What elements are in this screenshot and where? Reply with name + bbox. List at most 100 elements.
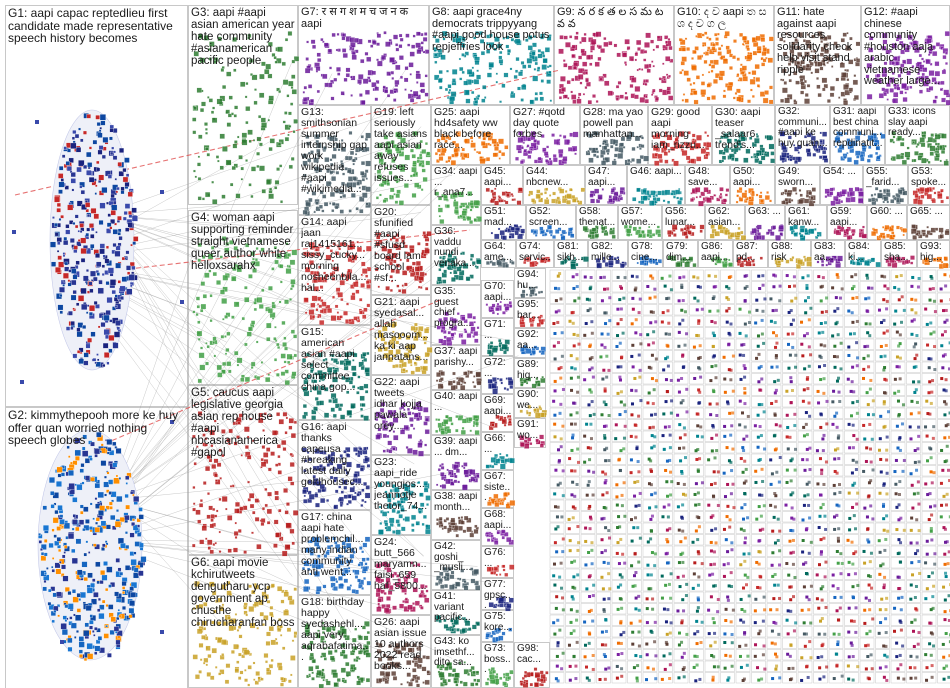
g1-node <box>111 147 114 150</box>
g2-node <box>82 528 85 531</box>
mini-group-box <box>783 638 797 649</box>
node-g8 <box>530 100 534 104</box>
node-g8 <box>474 98 477 101</box>
node-g9 <box>588 100 592 104</box>
node-g16 <box>335 490 338 493</box>
node-g6 <box>262 623 265 626</box>
g1-node <box>71 172 76 177</box>
g2-node <box>114 626 119 631</box>
mini-group-box <box>876 581 890 592</box>
node-g21 <box>378 347 383 352</box>
g2-node <box>93 544 96 547</box>
node-g6 <box>199 604 204 609</box>
node-g10 <box>748 72 751 75</box>
node-g21 <box>423 366 428 371</box>
node-g7 <box>416 81 418 83</box>
mini-group-box <box>767 500 781 511</box>
node-g22 <box>407 448 412 453</box>
mini-group-box <box>612 615 626 626</box>
node-g12 <box>929 86 933 90</box>
node-g7 <box>413 35 416 38</box>
node-g11 <box>785 32 788 35</box>
mini-group-box <box>690 466 704 477</box>
node-g25 <box>479 131 482 134</box>
node-g13 <box>316 202 319 205</box>
node-g4 <box>259 240 262 243</box>
mini-group-box <box>814 443 828 454</box>
node-g25 <box>463 153 467 157</box>
g2-node <box>43 587 47 591</box>
node-g4 <box>270 312 275 317</box>
node-g19 <box>413 161 417 165</box>
node-g6 <box>244 679 247 682</box>
node-g10 <box>711 70 714 73</box>
g2-node <box>118 538 124 544</box>
g1-node <box>94 301 97 304</box>
node-g19 <box>398 178 400 180</box>
node-g3 <box>280 200 283 203</box>
node-g7 <box>425 75 428 78</box>
node-g4 <box>242 317 245 320</box>
mini-group-box <box>643 305 657 316</box>
mini-group-box <box>783 558 797 569</box>
node-g10 <box>752 70 757 75</box>
mini-group-box <box>860 627 874 638</box>
node-g14 <box>326 246 329 249</box>
node-g6 <box>201 635 205 639</box>
node-g10 <box>718 51 722 55</box>
node-g22 <box>416 406 419 409</box>
node-g20 <box>423 254 426 257</box>
mini-group-box <box>612 431 626 442</box>
node-g23 <box>405 516 410 521</box>
node-g15 <box>340 360 344 364</box>
node-g22 <box>400 429 405 434</box>
node-g16 <box>350 487 355 492</box>
node-g19 <box>399 200 404 205</box>
mini-group-box <box>581 523 595 534</box>
mini-group-box <box>597 477 611 488</box>
node-g4 <box>268 374 270 376</box>
node-g16 <box>353 478 358 483</box>
g1-node <box>85 203 90 208</box>
g1-node <box>118 162 122 166</box>
mini-group-box <box>659 385 673 396</box>
node-g6 <box>226 664 230 668</box>
g1-node <box>57 208 61 212</box>
node-g12 <box>929 70 934 75</box>
node-g17 <box>343 546 346 549</box>
node-g22 <box>425 418 428 421</box>
node-g6 <box>258 677 260 679</box>
mini-group-box <box>581 270 595 281</box>
node-g9 <box>591 39 596 44</box>
node-g21 <box>395 364 399 368</box>
mini-group-box <box>550 408 564 419</box>
g2-node <box>68 603 74 609</box>
g1-node <box>115 305 118 308</box>
node-g24 <box>408 571 411 574</box>
node-g3 <box>258 115 261 118</box>
node-g4 <box>244 286 247 289</box>
node-g18 <box>358 636 362 640</box>
g1-node <box>120 296 124 300</box>
group-box-g54 <box>821 166 863 205</box>
node-g24 <box>386 578 391 583</box>
node-g10 <box>714 33 717 36</box>
mini-group-box <box>860 604 874 615</box>
node-g21 <box>391 336 396 341</box>
node-g19 <box>419 154 422 157</box>
node-g11 <box>823 43 827 47</box>
g2-node <box>93 592 98 597</box>
g-outlier-node <box>160 190 164 194</box>
g-outlier-node <box>160 630 164 634</box>
node-g14 <box>318 244 320 246</box>
node-g9 <box>608 41 612 45</box>
node-g7 <box>304 86 307 89</box>
node-g9 <box>585 72 588 75</box>
node-g26 <box>412 668 416 672</box>
node-g5 <box>269 415 271 417</box>
node-g9 <box>600 78 603 81</box>
node-g7 <box>306 41 308 43</box>
node-g19 <box>405 144 408 147</box>
node-g9 <box>668 96 673 101</box>
node-g5 <box>196 510 201 515</box>
